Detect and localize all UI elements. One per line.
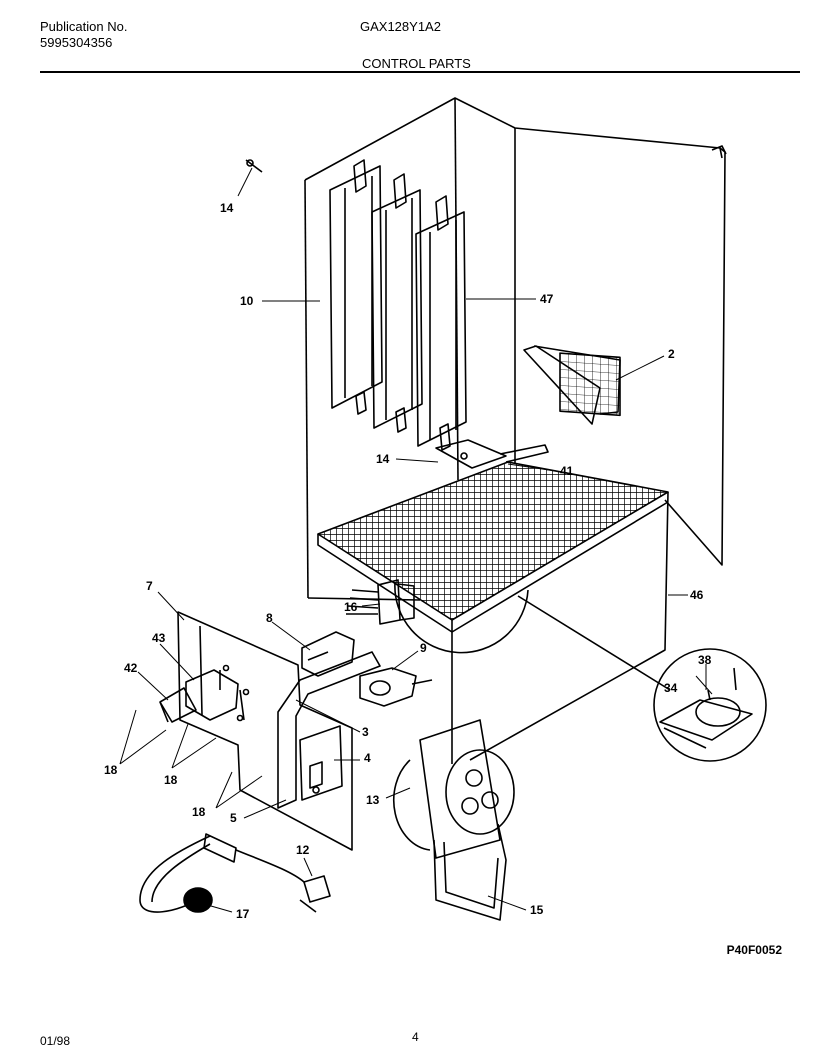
selector-switch: [159, 669, 239, 723]
callout-8: 8: [266, 611, 273, 625]
blower-motor: [392, 719, 515, 859]
control-bracket: [177, 611, 353, 851]
relay: [301, 631, 355, 677]
callout-2: 2: [668, 347, 675, 361]
screw-icon: [245, 159, 263, 173]
callout-17: 17: [236, 907, 250, 921]
header-rule: [40, 71, 800, 73]
callout-42: 42: [124, 661, 138, 675]
drawing-code: P40F0052: [726, 943, 782, 957]
callout-5: 5: [230, 811, 237, 825]
thermistor: [235, 849, 331, 913]
callout-3: 3: [362, 725, 369, 739]
cabinet-edge: [307, 597, 421, 601]
mounting-bracket: [277, 651, 381, 809]
callout-46: 46: [690, 588, 704, 602]
power-cord: [139, 833, 237, 913]
control-box: [317, 461, 671, 764]
callout-41: 41: [560, 464, 574, 478]
footer-date: 01/98: [40, 1034, 71, 1048]
thermostat-detail: [653, 648, 767, 762]
terminal-block: [299, 725, 343, 801]
evaporator-plate-middle: [371, 173, 423, 433]
page-number: 4: [412, 1030, 419, 1044]
section-title: CONTROL PARTS: [362, 56, 471, 71]
callout-10: 10: [240, 294, 254, 308]
callout-labels: 14 10 47 2 14 41 46 7 16 8 9 43 42 38 34…: [104, 201, 712, 921]
publication-number: 5995304356: [40, 35, 113, 50]
callout-15: 15: [530, 903, 544, 917]
callout-43: 43: [152, 631, 166, 645]
callout-12: 12: [296, 843, 310, 857]
leader-lines: [119, 167, 713, 913]
drain-fitting: [435, 439, 549, 469]
callout-7: 7: [146, 579, 153, 593]
callout-38: 38: [698, 653, 712, 667]
callout-14-top: 14: [220, 201, 234, 215]
callout-16: 16: [344, 600, 358, 614]
callout-4: 4: [364, 751, 371, 765]
callout-34: 34: [664, 681, 678, 695]
callout-18-b: 18: [164, 773, 178, 787]
callout-13: 13: [366, 793, 380, 807]
callout-9: 9: [420, 641, 427, 655]
callout-47: 47: [540, 292, 554, 306]
callout-18-a: 18: [104, 763, 118, 777]
model-number: GAX128Y1A2: [360, 19, 441, 34]
evaporator-plate-right: [415, 195, 467, 451]
publication-label: Publication No.: [40, 19, 128, 34]
capacitor: [359, 667, 433, 707]
callout-14-mid: 14: [376, 452, 390, 466]
motor-mount: [433, 823, 507, 921]
air-filter: [523, 345, 621, 425]
callout-18-c: 18: [192, 805, 206, 819]
